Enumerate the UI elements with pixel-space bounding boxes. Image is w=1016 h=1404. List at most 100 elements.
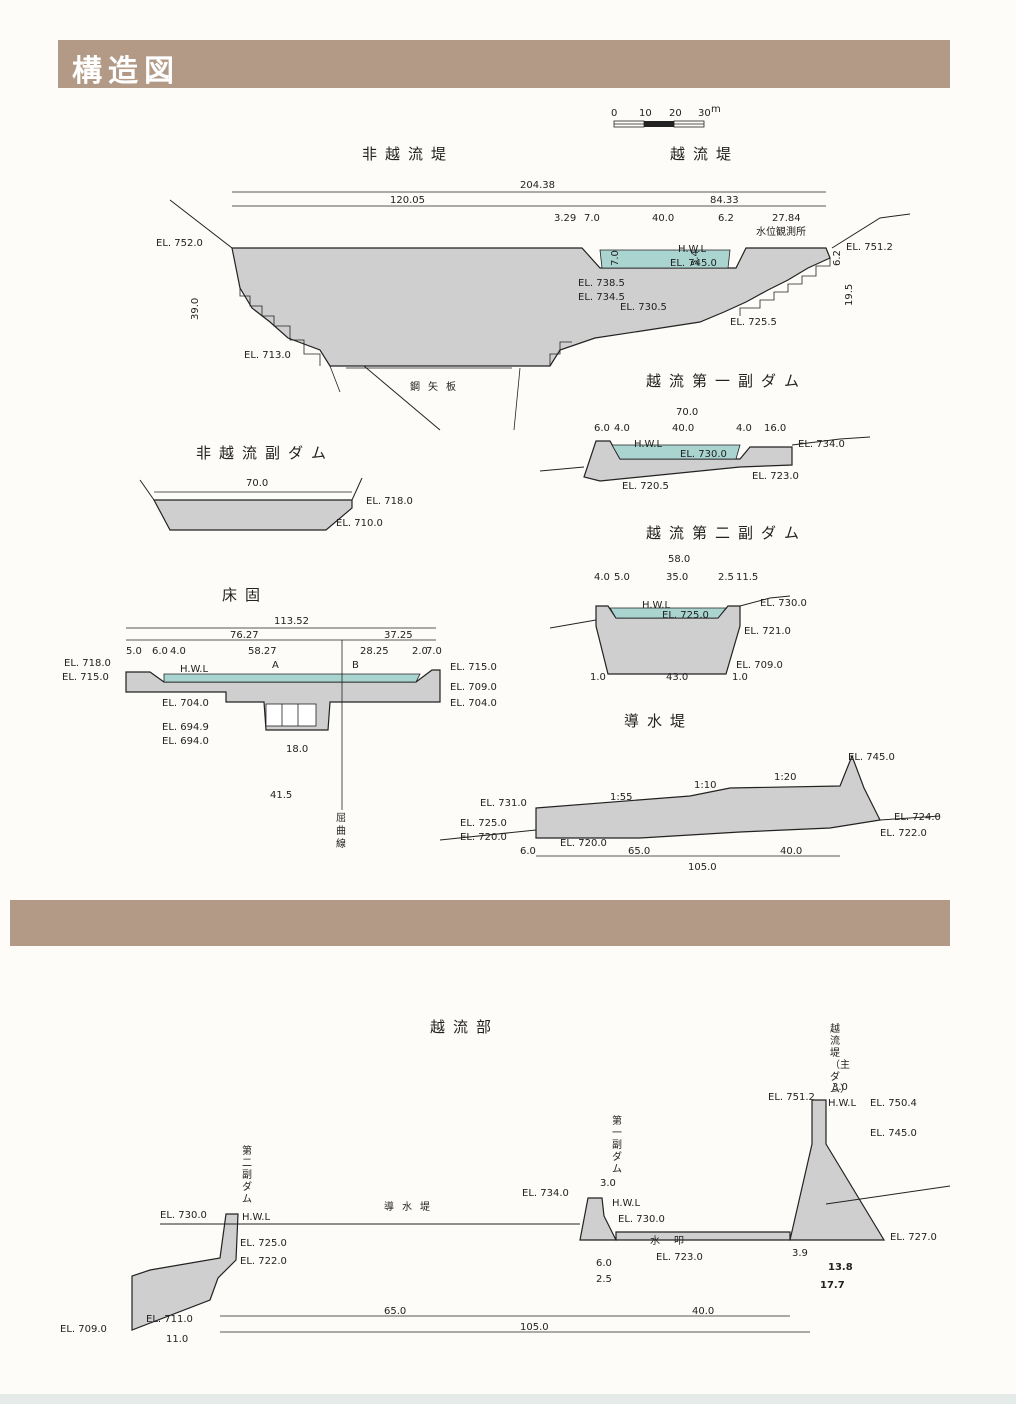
os-dim-138: 13.8 <box>828 1262 853 1273</box>
os-el-723: EL. 723.0 <box>656 1252 703 1263</box>
el-713: EL. 713.0 <box>244 350 291 361</box>
fs-hwl: H.W.L <box>634 439 662 450</box>
os-el-722: EL. 722.0 <box>240 1256 287 1267</box>
nos-el-718: EL. 718.0 <box>366 496 413 507</box>
gw-el-720: EL. 720.0 <box>460 832 507 843</box>
fs-el-734: EL. 734.0 <box>798 439 845 450</box>
height-70: 7.0 <box>610 250 621 266</box>
bed-el-715-r: EL. 715.0 <box>450 662 497 673</box>
gw-slope-1: 1:55 <box>610 792 632 803</box>
first-subdam-section: 70.0 6.0 4.0 40.0 4.0 16.0 EL. 734.0 EL.… <box>540 407 871 492</box>
dim-left: 120.05 <box>390 195 425 206</box>
el-745: EL. 745.0 <box>670 258 717 269</box>
dim-c: 40.0 <box>652 213 674 224</box>
scale-bar: 0 10 20 30 m <box>611 104 720 128</box>
el-738: EL. 738.5 <box>578 278 625 289</box>
bed-el-718: EL. 718.0 <box>64 658 111 669</box>
os-el-727: EL. 727.0 <box>890 1232 937 1243</box>
page-edge <box>0 1394 1016 1404</box>
bed-mid: 58.27 <box>248 646 277 657</box>
dim-a: 3.29 <box>554 213 576 224</box>
fs-el-723: EL. 723.0 <box>752 471 799 482</box>
ss-el-725: EL. 725.0 <box>662 610 709 621</box>
ss-dim-5: 5.0 <box>614 572 630 583</box>
second-subdam-vertical-label: 第二副ダム <box>242 1146 252 1205</box>
second-subdam-section: 58.0 4.0 5.0 35.0 2.5 11.5 EL. 730.0 EL.… <box>550 554 807 683</box>
os-el-709: EL. 709.0 <box>60 1324 107 1335</box>
steel-sheet-pile-label: 鋼矢板 <box>410 380 464 393</box>
height-62: 6.2 <box>832 250 843 266</box>
overflow-dam-label: 越流堤 <box>670 145 740 163</box>
nos-width: 70.0 <box>246 478 268 489</box>
ss-el-730: EL. 730.0 <box>760 598 807 609</box>
fs-dim-70: 70.0 <box>676 407 698 418</box>
scale-tick: 20 <box>669 108 682 119</box>
bed-el-694-9: EL. 694.9 <box>162 722 209 733</box>
section-band <box>10 900 950 946</box>
height-39: 39.0 <box>190 298 201 320</box>
bed-hwl: H.W.L <box>180 664 208 675</box>
fs-dim-6: 6.0 <box>594 423 610 434</box>
os-el-711: EL. 711.0 <box>146 1314 193 1325</box>
guide-wall-label: 導水堤 <box>624 712 694 730</box>
bend-line-label: 屈曲線 <box>336 813 346 850</box>
os-dim-177: 17.7 <box>820 1280 845 1291</box>
ss-dim-115: 11.5 <box>736 572 758 583</box>
os-dim-3: 3.0 <box>600 1178 616 1189</box>
title-band: 構造図 <box>58 40 950 89</box>
bed-el-704-r: EL. 704.0 <box>450 698 497 709</box>
el-734: EL. 734.5 <box>578 292 625 303</box>
os-hwl-main: H.W.L <box>828 1098 856 1109</box>
os-apron: 水叩 <box>650 1235 698 1247</box>
os-dim-3b: 3.0 <box>832 1082 848 1093</box>
dim-d: 6.2 <box>718 213 734 224</box>
overflow-second-subdam-label: 越流第二副ダム <box>646 524 808 542</box>
section-a: A <box>272 660 279 671</box>
el-752: EL. 752.0 <box>156 238 203 249</box>
overflow-first-subdam-label: 越流第一副ダム <box>646 372 808 390</box>
bed-el-715: EL. 715.0 <box>62 672 109 683</box>
scale-tick: 0 <box>611 108 617 119</box>
gw-slope-2: 1:10 <box>694 780 716 791</box>
os-dim-65: 65.0 <box>384 1306 406 1317</box>
dim-right: 84.33 <box>710 195 739 206</box>
guide-wall-section: EL. 745.0 EL. 731.0 EL. 725.0 EL. 720.0 … <box>440 752 941 873</box>
ss-dim-1b: 1.0 <box>732 672 748 683</box>
nos-el-710: EL. 710.0 <box>336 518 383 529</box>
fs-dim-4b: 4.0 <box>736 423 752 434</box>
ss-el-709: EL. 709.0 <box>736 660 783 671</box>
os-el-730b: EL. 730.0 <box>160 1210 207 1221</box>
gw-dim-105: 105.0 <box>688 862 717 873</box>
bed-protection-section: 113.52 76.27 37.25 58.27 28.25 5.0 6.0 4… <box>62 616 497 810</box>
ss-el-721: EL. 721.0 <box>744 626 791 637</box>
height-195: 19.5 <box>844 284 855 306</box>
fs-dim-4: 4.0 <box>614 423 630 434</box>
bed-el-704: EL. 704.0 <box>162 698 209 709</box>
non-overflow-dam-label: 非越流堤 <box>362 145 455 163</box>
bed-left: 76.27 <box>230 630 259 641</box>
el-730: EL. 730.5 <box>620 302 667 313</box>
ss-dim-4: 4.0 <box>594 572 610 583</box>
os-el-750: EL. 750.4 <box>870 1098 917 1109</box>
bed-s5: 7.0 <box>426 646 442 657</box>
gw-slope-3: 1:20 <box>774 772 796 783</box>
bed-protection-label: 床固 <box>222 586 269 604</box>
os-hwl-2: H.W.L <box>242 1212 270 1223</box>
el-751: EL. 751.2 <box>846 242 893 253</box>
gw-dim-65: 65.0 <box>628 846 650 857</box>
os-guide-wall: 導水堤 <box>384 1200 438 1213</box>
bed-s3: 4.0 <box>170 646 186 657</box>
bed-s1: 5.0 <box>126 646 142 657</box>
os-el-734: EL. 734.0 <box>522 1188 569 1199</box>
gw-el-722: EL. 722.0 <box>880 828 927 839</box>
os-el-730: EL. 730.0 <box>618 1214 665 1225</box>
non-overflow-subdam-section: 70.0 EL. 718.0 EL. 710.0 <box>139 477 413 531</box>
bed-el-694: EL. 694.0 <box>162 736 209 747</box>
gw-dim-40: 40.0 <box>780 846 802 857</box>
os-hwl: H.W.L <box>612 1198 640 1209</box>
scale-tick: 10 <box>639 108 652 119</box>
bed-el-709: EL. 709.0 <box>450 682 497 693</box>
section-b: B <box>352 660 359 671</box>
overflow-longitudinal-section: EL. 751.2 EL. 750.4 EL. 745.0 EL. 734.0 … <box>60 1082 951 1345</box>
